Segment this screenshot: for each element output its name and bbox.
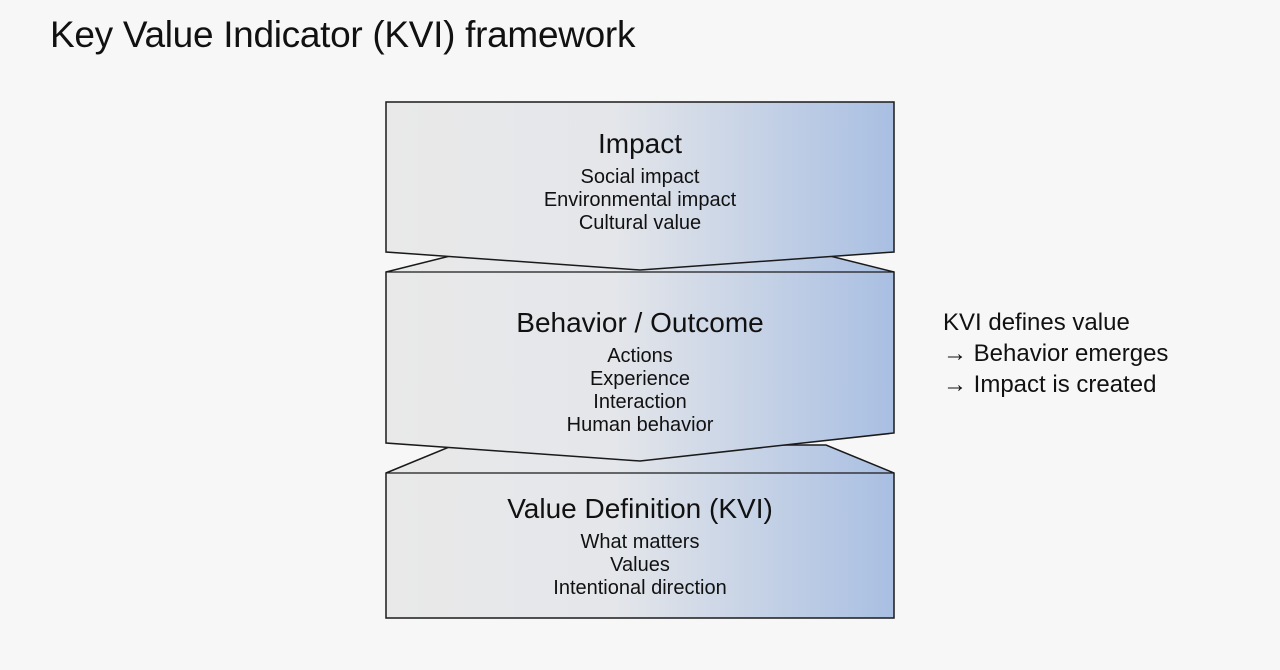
- layer-value-definition-item: Intentional direction: [553, 577, 727, 599]
- layer-behavior-outcome-item: Actions: [607, 345, 673, 367]
- layer-behavior-outcome-item: Experience: [589, 368, 691, 390]
- layer-impact-shape: [385, 101, 895, 271]
- layer-behavior-outcome-item: Interaction: [593, 391, 687, 413]
- page-title: Key Value Indicator (KVI) framework: [50, 14, 636, 55]
- side-note-line: KVI defines value: [943, 309, 1130, 336]
- layer-value-definition: Value Definition (KVI) What matters Valu…: [386, 493, 894, 600]
- side-note-line: → Impact is created: [943, 371, 1157, 398]
- layer-value-definition-heading: Value Definition (KVI): [507, 493, 773, 524]
- layer-behavior-outcome-item: Human behavior: [566, 414, 714, 436]
- layer-value-definition-item: What matters: [580, 531, 700, 553]
- layer-behavior-outcome: Behavior / Outcome Actions Experience In…: [386, 307, 894, 437]
- layer-impact: Impact Social impact Environmental impac…: [386, 128, 894, 235]
- layer-impact-item: Cultural value: [578, 212, 702, 234]
- side-note-line: → Behavior emerges: [943, 340, 1169, 367]
- layer-impact-heading: Impact: [597, 128, 683, 159]
- layer-impact-item: Social impact: [580, 166, 700, 188]
- side-note: KVI defines value → Behavior emerges → I…: [943, 307, 1168, 400]
- layer-impact-item: Environmental impact: [543, 189, 737, 211]
- layer-behavior-outcome-heading: Behavior / Outcome: [516, 307, 764, 338]
- layer-value-definition-item: Values: [610, 554, 670, 576]
